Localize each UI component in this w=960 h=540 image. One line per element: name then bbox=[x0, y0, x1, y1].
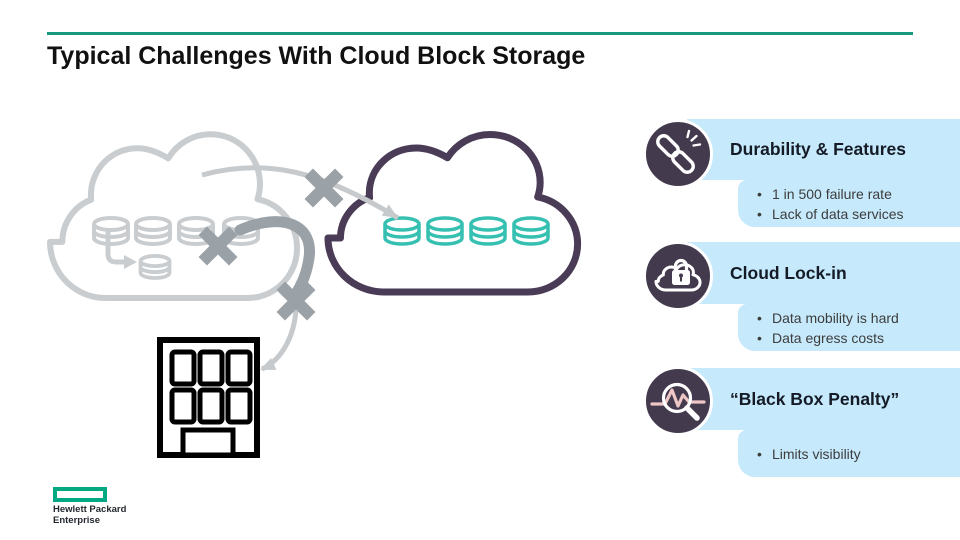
replica-cylinder bbox=[138, 253, 172, 280]
section-heading: “Black Box Penalty” bbox=[730, 388, 900, 409]
database-cylinder bbox=[383, 216, 421, 246]
x-mark bbox=[285, 290, 307, 312]
cloud-lock-icon bbox=[643, 241, 713, 311]
database-cylinder bbox=[426, 216, 464, 246]
replica-arrow bbox=[105, 231, 124, 265]
hpe-element-mark bbox=[53, 487, 107, 502]
source-cloud bbox=[48, 133, 299, 300]
database-cylinder bbox=[92, 216, 130, 246]
section-bullet-box: 1 in 500 failure rate Lack of data servi… bbox=[738, 180, 960, 227]
section-header-box: Cloud Lock-in bbox=[687, 242, 960, 304]
building-icon bbox=[157, 337, 260, 458]
section-bullet-box: Limits visibility bbox=[738, 430, 960, 477]
hpe-wordmark: Hewlett Packard Enterprise bbox=[53, 504, 127, 526]
page-title: Typical Challenges With Cloud Block Stor… bbox=[47, 42, 586, 70]
cloud-to-building-arrowhead bbox=[260, 357, 277, 370]
section-bullet-box: Data mobility is hard Data egress costs bbox=[738, 304, 960, 351]
cloud-to-cloud-arrow bbox=[201, 165, 400, 221]
egress-curve bbox=[234, 216, 315, 300]
section-heading: Cloud Lock-in bbox=[730, 262, 847, 283]
magnifier-pulse-icon bbox=[643, 366, 713, 436]
database-cylinder bbox=[469, 216, 507, 246]
bullet-item: Lack of data services bbox=[738, 204, 960, 224]
database-cylinder bbox=[512, 216, 550, 246]
cloud-to-building-arrow bbox=[260, 309, 299, 372]
accent-line bbox=[47, 32, 913, 35]
section-header-box: “Black Box Penalty” bbox=[687, 368, 960, 430]
x-mark bbox=[313, 177, 335, 199]
target-cloud bbox=[326, 133, 579, 294]
replica-arrowhead bbox=[124, 255, 137, 269]
broken-link-icon bbox=[643, 119, 713, 189]
cloud-migration-diagram bbox=[48, 133, 579, 458]
bullet-item: Limits visibility bbox=[738, 444, 960, 464]
x-mark bbox=[207, 235, 229, 257]
database-cylinder bbox=[134, 216, 172, 246]
section-header-box: Durability & Features bbox=[687, 119, 960, 180]
bullet-item: Data mobility is hard bbox=[738, 308, 960, 328]
bullet-item: Data egress costs bbox=[738, 328, 960, 348]
building-door bbox=[180, 427, 236, 458]
section-heading: Durability & Features bbox=[730, 139, 907, 159]
cloud-to-cloud-arrowhead bbox=[381, 204, 398, 218]
bullet-item: 1 in 500 failure rate bbox=[738, 184, 960, 204]
